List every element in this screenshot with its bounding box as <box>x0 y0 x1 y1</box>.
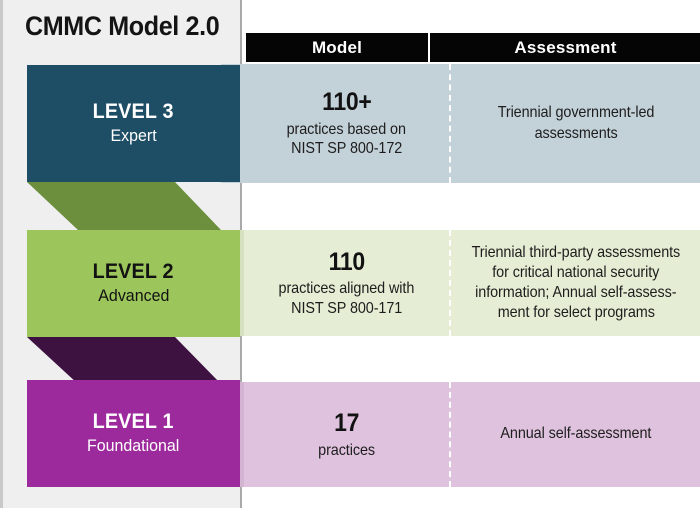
model-line-level-2-1: NIST SP 800-171 <box>290 299 402 317</box>
assessment-line-level-2-2: information; Annual self-assess- <box>475 284 677 301</box>
level-box-level-3: LEVEL 3 Expert <box>27 65 240 182</box>
model-line-level-3-1: NIST SP 800-172 <box>290 140 402 158</box>
level-title-level-1: LEVEL 1 <box>92 410 175 434</box>
connector-level3-to-level2 <box>3 182 263 232</box>
assessment-line-level-2-0: Triennial third-party assessments <box>471 243 681 261</box>
model-line-level-3-0: practices based on <box>286 120 407 138</box>
assessment-cell-level-1: Annual self-assessment <box>451 382 700 487</box>
row-band-level-2: 110 practices aligned with NIST SP 800-1… <box>221 230 700 336</box>
level-title-level-3: LEVEL 3 <box>92 100 175 124</box>
level-subtitle-level-2: Advanced <box>97 286 170 306</box>
assessment-line-level-2-1: for critical national security <box>492 263 660 281</box>
band-main-level-1: 17 practices Annual self-assessment <box>244 382 700 487</box>
column-header-model: Model <box>246 33 428 62</box>
row-band-level-3: 110+ practices based on NIST SP 800-172 … <box>221 64 700 183</box>
page-title: CMMC Model 2.0 <box>25 11 220 41</box>
model-cell-level-3: 110+ practices based on NIST SP 800-172 <box>244 64 451 183</box>
band-main-level-2: 110 practices aligned with NIST SP 800-1… <box>244 230 700 336</box>
assessment-cell-level-3: Triennial government-led assessments <box>451 64 700 183</box>
level-subtitle-level-1: Foundational <box>87 436 180 456</box>
level-box-level-2: LEVEL 2 Advanced <box>27 230 240 337</box>
assessment-line-level-1-0: Annual self-assessment <box>500 425 652 443</box>
model-line-level-1-0: practices <box>318 441 375 459</box>
assessment-line-level-3-1: assessments <box>534 124 618 142</box>
model-cell-level-2: 110 practices aligned with NIST SP 800-1… <box>244 230 451 336</box>
level-box-level-1: LEVEL 1 Foundational <box>27 380 240 487</box>
assessment-cell-level-2: Triennial third-party assessments for cr… <box>451 230 700 336</box>
model-count-level-3: 110+ <box>321 88 372 117</box>
assessment-line-level-3-0: Triennial government-led <box>497 104 655 122</box>
connector-level2-to-level1 <box>3 337 263 387</box>
model-cell-level-1: 17 practices <box>244 382 451 487</box>
band-main-level-3: 110+ practices based on NIST SP 800-172 … <box>244 64 700 183</box>
assessment-line-level-2-3: ment for select programs <box>497 304 655 322</box>
model-line-level-2-0: practices aligned with <box>278 280 415 298</box>
model-count-level-2: 110 <box>328 247 365 276</box>
model-count-level-1: 17 <box>333 408 360 437</box>
column-header-assessment: Assessment <box>430 33 700 62</box>
level-subtitle-level-3: Expert <box>110 126 157 146</box>
row-band-level-1: 17 practices Annual self-assessment <box>221 382 700 487</box>
level-title-level-2: LEVEL 2 <box>92 260 175 284</box>
